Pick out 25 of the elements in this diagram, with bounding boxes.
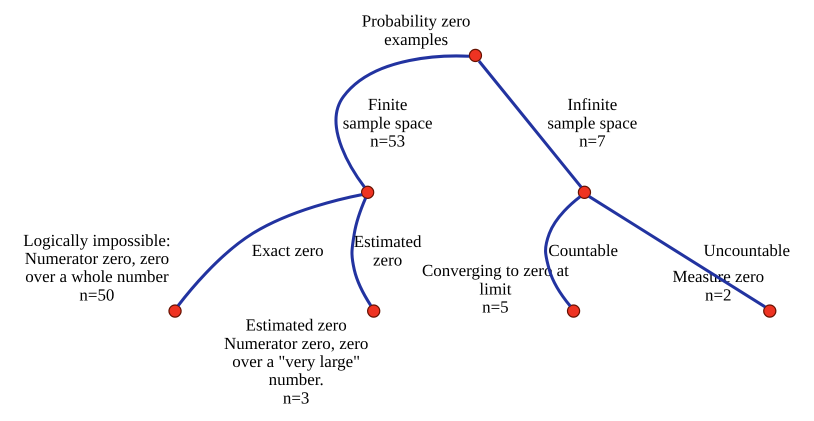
edge-label: Uncountable: [703, 241, 790, 260]
connector: [478, 60, 582, 188]
node-circle: [578, 186, 592, 199]
edge-label: Estimated zero: [354, 232, 422, 270]
node-circle: [566, 304, 580, 318]
edge-label: Exact zero: [252, 241, 324, 260]
node-circle: [360, 186, 374, 199]
node-circle: [763, 304, 776, 318]
edge-label: Countable: [548, 241, 618, 260]
connector: [350, 198, 372, 306]
node-label: n=3: [282, 388, 310, 408]
node-label: n=5: [482, 297, 509, 316]
node-label: Estimated zero Numerator zero, zero over a "very large" number.: [224, 316, 368, 390]
node-circle: [468, 48, 482, 62]
node-circle: [367, 304, 380, 318]
edge-label: Finite sample space n=53: [342, 95, 433, 151]
connector: [334, 54, 470, 188]
node-label: Probability zero examples: [362, 12, 470, 49]
node-label: n=50: [79, 285, 114, 304]
node-label: n=2: [705, 285, 732, 304]
connector: [588, 195, 766, 308]
node-circle: [168, 304, 182, 318]
connector: [544, 195, 582, 307]
connector: [176, 193, 362, 307]
edge-label: Infinite sample space n=7: [547, 95, 638, 151]
